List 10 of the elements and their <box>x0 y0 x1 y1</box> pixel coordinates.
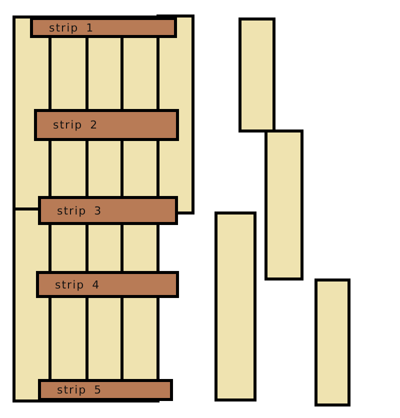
strip-label: strip 3 <box>57 204 102 217</box>
wooden-strip <box>30 17 177 38</box>
strip-label: strip 2 <box>53 118 98 132</box>
wooden-strip <box>36 271 179 298</box>
wooden-strip <box>34 109 179 141</box>
strip-label: strip 4 <box>55 278 100 291</box>
strip-label: strip 5 <box>57 384 102 396</box>
wooden-strip <box>38 379 173 401</box>
strip-label: strip 1 <box>49 21 94 34</box>
wooden-strip <box>38 196 178 225</box>
